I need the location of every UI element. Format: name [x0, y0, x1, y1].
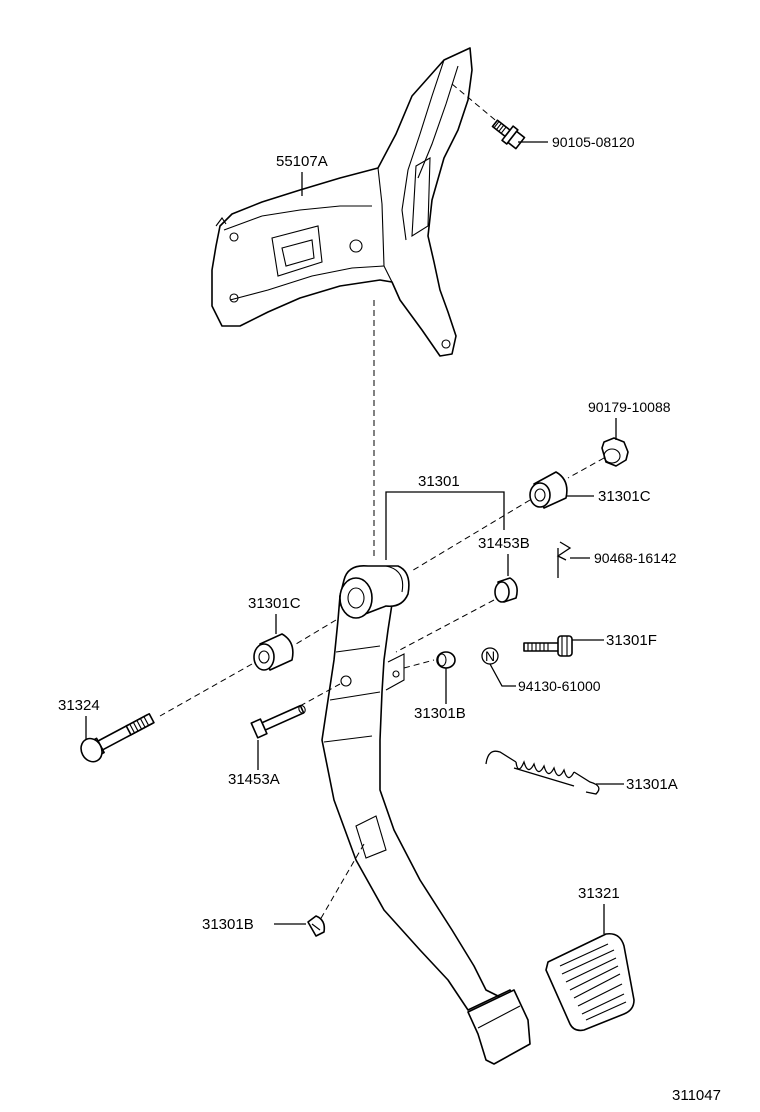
part-labels: 55107A 90105-08120 90179-10088 31301 313… [58, 134, 721, 1104]
label-31453B: 31453B [478, 535, 530, 552]
label-94130-61000: 94130-61000 [518, 678, 601, 694]
label-55107A: 55107A [276, 153, 328, 170]
svg-text:N: N [485, 648, 495, 664]
label-31324: 31324 [58, 697, 100, 714]
bushing-left [253, 633, 294, 671]
label-31301A: 31301A [626, 776, 678, 793]
bracket-bolt [451, 83, 526, 150]
new-part-marker: N [481, 647, 499, 665]
label-90105-08120: 90105-08120 [552, 134, 635, 150]
label-31301C-left: 31301C [248, 595, 301, 612]
return-spring [485, 750, 600, 795]
bushing-right [529, 471, 568, 509]
cushion-lower [307, 843, 365, 937]
pedal-pad [545, 932, 635, 1032]
nut [601, 437, 629, 467]
clip [556, 541, 572, 578]
label-31301B-lower: 31301B [202, 916, 254, 933]
brake-pedal-arm [321, 564, 521, 1011]
label-31321: 31321 [578, 885, 620, 902]
pedal-bracket [211, 47, 473, 357]
label-31301B-upper: 31301B [414, 705, 466, 722]
pedal-end-pad [467, 989, 531, 1065]
figure-number: 311047 [672, 1087, 721, 1104]
cushion-upper [403, 651, 456, 669]
label-90179-10088: 90179-10088 [588, 399, 671, 415]
label-31301: 31301 [418, 473, 460, 490]
pin-a [250, 683, 341, 739]
pin-b [494, 577, 518, 603]
leader-lines [85, 141, 624, 934]
label-31301F: 31301F [606, 632, 657, 649]
label-31453A: 31453A [228, 771, 280, 788]
label-90468-16142: 90468-16142 [594, 550, 677, 566]
stop-bolt [523, 635, 573, 657]
label-31301C-right: 31301C [598, 488, 651, 505]
main-bolt [80, 712, 155, 763]
